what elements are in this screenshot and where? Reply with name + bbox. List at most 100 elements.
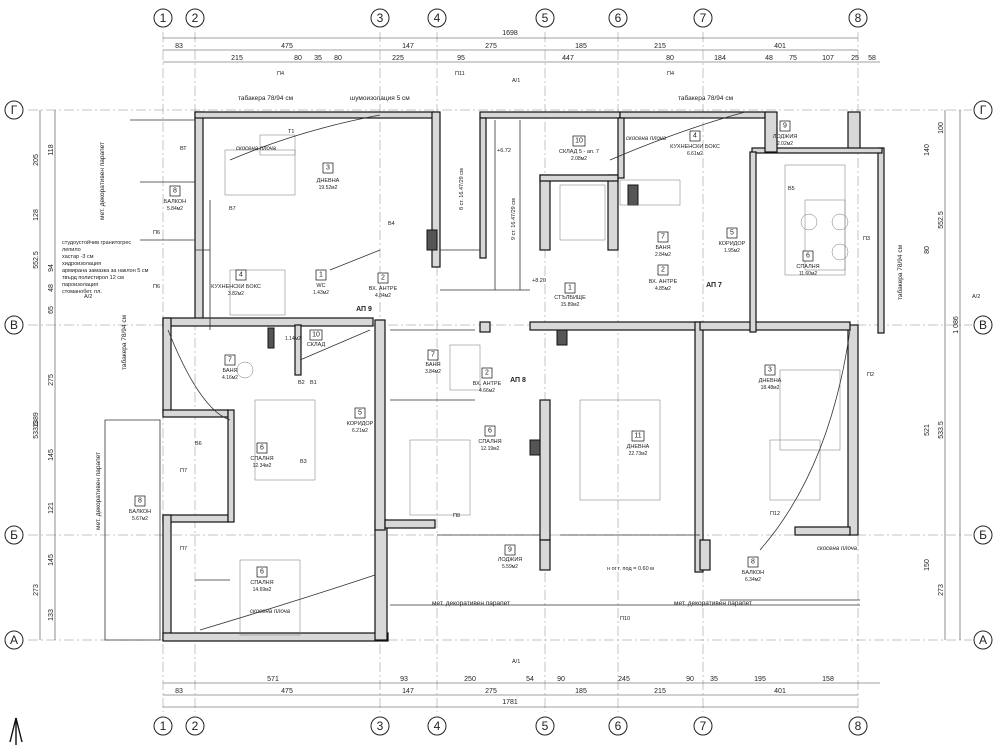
svg-text:СКЛАД: СКЛАД bbox=[307, 342, 326, 348]
svg-text:ЛОДЖИЯ: ЛОДЖИЯ bbox=[498, 557, 523, 563]
svg-text:табакера 78/94 см: табакера 78/94 см bbox=[678, 94, 734, 102]
svg-text:4.85м2: 4.85м2 bbox=[655, 286, 671, 292]
svg-text:9 ст. 16.47/29 см: 9 ст. 16.47/29 см bbox=[511, 198, 517, 240]
svg-text:н ог г. под = 0.60 м: н ог г. под = 0.60 м bbox=[607, 566, 654, 572]
svg-text:БАЛКОН: БАЛКОН bbox=[129, 509, 151, 515]
svg-text:7: 7 bbox=[228, 357, 232, 364]
svg-text:1: 1 bbox=[568, 285, 572, 292]
svg-text:В3: В3 bbox=[300, 459, 307, 465]
svg-text:5: 5 bbox=[542, 11, 549, 25]
svg-text:5.59м2: 5.59м2 bbox=[502, 564, 518, 570]
axis-bubbles-sides: Г В Б А Г В Б А bbox=[4, 100, 993, 650]
svg-text:8: 8 bbox=[855, 719, 862, 733]
svg-text:58: 58 bbox=[868, 55, 876, 62]
svg-text:В: В bbox=[979, 318, 987, 332]
svg-text:мет. декоративен парапет: мет. декоративен парапет bbox=[99, 142, 106, 220]
svg-text:6.34м2: 6.34м2 bbox=[745, 577, 761, 583]
svg-text:6: 6 bbox=[615, 719, 622, 733]
svg-text:КУХНЕНСКИ БОКС: КУХНЕНСКИ БОКС bbox=[211, 284, 261, 290]
svg-text:93: 93 bbox=[400, 676, 408, 683]
svg-text:8 ст. 16.47/29 см: 8 ст. 16.47/29 см bbox=[459, 168, 465, 210]
svg-text:3: 3 bbox=[326, 165, 330, 172]
svg-text:521: 521 bbox=[924, 424, 931, 436]
svg-text:552.5: 552.5 bbox=[33, 251, 40, 269]
svg-text:скосена плоча: скосена плоча bbox=[236, 146, 277, 152]
svg-text:6: 6 bbox=[260, 445, 264, 452]
svg-text:10: 10 bbox=[312, 332, 320, 339]
svg-text:1: 1 bbox=[160, 11, 167, 25]
svg-text:табакера 78/94 см: табакера 78/94 см bbox=[238, 94, 294, 102]
svg-text:4.84м2: 4.84м2 bbox=[375, 293, 391, 299]
svg-text:4.16м2: 4.16м2 bbox=[222, 375, 238, 381]
svg-text:ДНЕВНА: ДНЕВНА bbox=[317, 178, 340, 184]
svg-text:4: 4 bbox=[434, 11, 441, 25]
svg-text:табакера 78/94 см: табакера 78/94 см bbox=[120, 314, 128, 370]
svg-text:12.34м2: 12.34м2 bbox=[253, 463, 272, 469]
svg-text:35: 35 bbox=[710, 676, 718, 683]
svg-text:15.89м2: 15.89м2 bbox=[561, 302, 580, 308]
svg-text:1781: 1781 bbox=[502, 699, 518, 706]
svg-text:СПАЛНЯ: СПАЛНЯ bbox=[250, 580, 273, 586]
svg-text:П6: П6 bbox=[153, 284, 160, 290]
svg-text:90: 90 bbox=[557, 676, 565, 683]
svg-text:8: 8 bbox=[138, 498, 142, 505]
svg-text:9: 9 bbox=[508, 547, 512, 554]
svg-text:533.5: 533.5 bbox=[938, 421, 945, 439]
svg-text:80: 80 bbox=[294, 55, 302, 62]
svg-text:лепило: лепило bbox=[62, 247, 81, 253]
svg-text:WC: WC bbox=[316, 283, 325, 289]
svg-text:АП 8: АП 8 bbox=[510, 377, 526, 384]
svg-text:7: 7 bbox=[700, 11, 707, 25]
svg-text:Б: Б bbox=[10, 528, 18, 542]
svg-text:3.84м2: 3.84м2 bbox=[425, 369, 441, 375]
dimensions-right: 140 80 521 150 100 552.5 1 086 533.5 273 bbox=[924, 110, 961, 640]
svg-text:65: 65 bbox=[48, 306, 55, 314]
svg-text:1: 1 bbox=[319, 272, 323, 279]
svg-text:6: 6 bbox=[615, 11, 622, 25]
svg-text:22.73м2: 22.73м2 bbox=[629, 451, 648, 457]
svg-text:205: 205 bbox=[33, 154, 40, 166]
svg-text:А/1: А/1 bbox=[512, 659, 520, 665]
svg-text:128: 128 bbox=[33, 209, 40, 221]
svg-text:3: 3 bbox=[377, 719, 384, 733]
svg-text:ДНЕВНА: ДНЕВНА bbox=[759, 378, 782, 384]
svg-text:В7: В7 bbox=[229, 206, 236, 212]
svg-text:19.52м2: 19.52м2 bbox=[319, 185, 338, 191]
svg-text:275: 275 bbox=[48, 374, 55, 386]
svg-text:447: 447 bbox=[562, 55, 574, 62]
dimensions-top: 1698 83 475 147 275 185 215 401 215 80 3… bbox=[163, 30, 880, 63]
svg-text:5: 5 bbox=[542, 719, 549, 733]
svg-text:ВХ. АНТРЕ: ВХ. АНТРЕ bbox=[649, 279, 678, 285]
svg-text:твърд полистирол 12 см: твърд полистирол 12 см bbox=[62, 275, 124, 281]
svg-text:3: 3 bbox=[768, 367, 772, 374]
svg-text:275: 275 bbox=[485, 43, 497, 50]
svg-text:475: 475 bbox=[281, 688, 293, 695]
svg-text:225: 225 bbox=[392, 55, 404, 62]
svg-text:АП 7: АП 7 bbox=[706, 282, 722, 289]
svg-text:СПАЛНЯ: СПАЛНЯ bbox=[796, 264, 819, 270]
svg-text:скосена плоча: скосена плоча bbox=[626, 136, 667, 142]
svg-text:475: 475 bbox=[281, 43, 293, 50]
svg-text:БАНЯ: БАНЯ bbox=[655, 245, 670, 251]
svg-text:4: 4 bbox=[434, 719, 441, 733]
svg-text:1.95м2: 1.95м2 bbox=[724, 248, 740, 254]
svg-text:А/2: А/2 bbox=[972, 294, 980, 300]
svg-text:П2: П2 bbox=[867, 372, 874, 378]
svg-text:Т1: Т1 bbox=[288, 129, 294, 135]
svg-text:6: 6 bbox=[488, 428, 492, 435]
svg-text:ВТ: ВТ bbox=[180, 146, 187, 152]
svg-text:18.48м2: 18.48м2 bbox=[761, 385, 780, 391]
svg-text:401: 401 bbox=[774, 688, 786, 695]
svg-text:ВХ. АНТРЕ: ВХ. АНТРЕ bbox=[473, 381, 502, 387]
svg-text:8: 8 bbox=[855, 11, 862, 25]
axis-bubbles-bottom: 1 2 3 4 5 6 7 8 bbox=[153, 716, 868, 736]
